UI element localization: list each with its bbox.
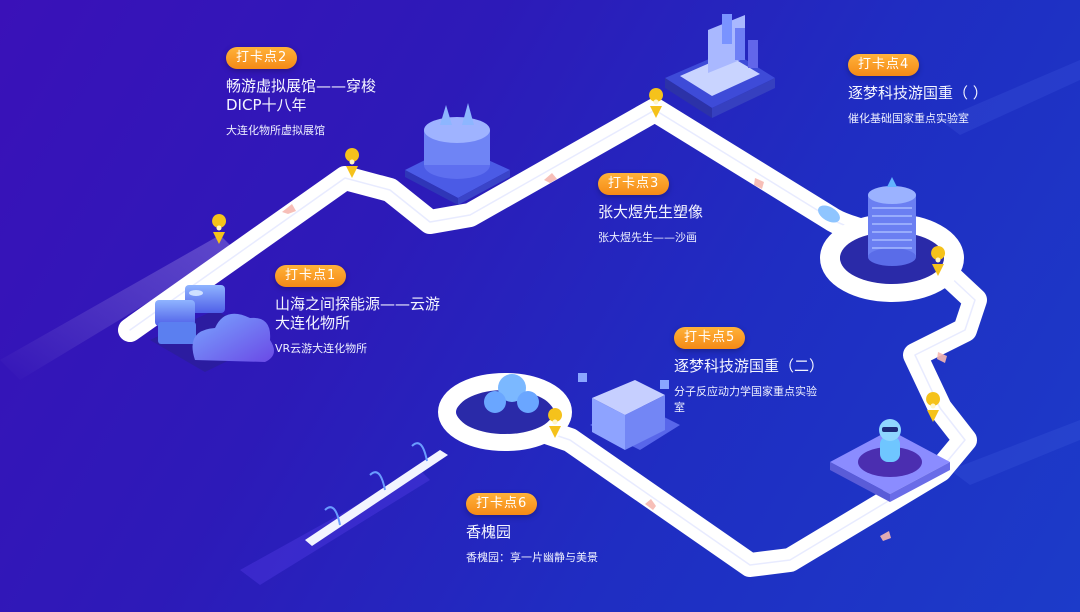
map-pin-icon xyxy=(212,214,227,244)
checkin-badge: 打卡点5 xyxy=(674,327,746,349)
laptop-chart-icon xyxy=(665,14,775,118)
stop-subtitle: VR云游大连化物所 xyxy=(275,342,368,355)
stop-subtitle: 香槐园：享一片幽静与美景 xyxy=(466,551,598,564)
building-icon xyxy=(578,373,680,450)
stop-title: 张大煜先生塑像 xyxy=(598,203,704,221)
map-pin-icon xyxy=(926,392,941,422)
checkin-badge: 打卡点1 xyxy=(275,265,347,287)
location-pins xyxy=(212,88,946,438)
stop-title: 逐梦科技游国重（ ） xyxy=(848,84,988,102)
checkin-badge: 打卡点4 xyxy=(848,54,920,76)
checkin-stop-2[interactable]: 打卡点2 畅游虚拟展馆——穿梭DICP十八年 大连化物所虚拟展馆 xyxy=(226,46,426,139)
map-pin-icon xyxy=(649,88,664,118)
checkin-badge: 打卡点2 xyxy=(226,47,298,69)
checkin-stop-4[interactable]: 打卡点4 逐梦科技游国重（ ） 催化基础国家重点实验室 xyxy=(848,53,1048,127)
stop-subtitle: 大连化物所虚拟展馆 xyxy=(226,124,325,137)
stop-subtitle: 催化基础国家重点实验室 xyxy=(848,112,969,125)
checkin-badge: 打卡点6 xyxy=(466,493,538,515)
checkin-stop-5[interactable]: 打卡点5 逐梦科技游国重（二） 分子反应动力学国家重点实验室 xyxy=(674,326,854,416)
checkin-stop-6[interactable]: 打卡点6 香槐园 香槐园：享一片幽静与美景 xyxy=(466,492,646,566)
server-cloud-icon xyxy=(150,285,274,372)
robot-platform-icon xyxy=(830,419,950,502)
map-pin-icon xyxy=(345,148,360,178)
map-pin-icon xyxy=(548,408,563,438)
stop-title: 香槐园 xyxy=(466,523,512,541)
direction-arrows xyxy=(282,173,947,541)
car-icon xyxy=(818,205,840,223)
stop-title: 山海之间探能源——云游大连化物所 xyxy=(275,295,441,332)
stop-title: 逐梦科技游国重（二） xyxy=(674,357,825,375)
database-tower-icon xyxy=(868,177,916,266)
checkin-badge: 打卡点3 xyxy=(598,173,670,195)
checkin-stop-1[interactable]: 打卡点1 山海之间探能源——云游大连化物所 VR云游大连化物所 xyxy=(275,264,475,357)
stop-title: 畅游虚拟展馆——穿梭DICP十八年 xyxy=(226,77,377,114)
rocket-tower-icon xyxy=(405,103,510,205)
stop-subtitle: 张大煜先生——沙画 xyxy=(598,231,697,244)
tree-garden-icon xyxy=(484,374,539,413)
checkin-stop-3[interactable]: 打卡点3 张大煜先生塑像 张大煜先生——沙画 xyxy=(598,172,758,246)
train-icon xyxy=(305,442,448,546)
stop-subtitle: 分子反应动力学国家重点实验室 xyxy=(674,385,817,414)
map-pin-icon xyxy=(931,246,946,276)
